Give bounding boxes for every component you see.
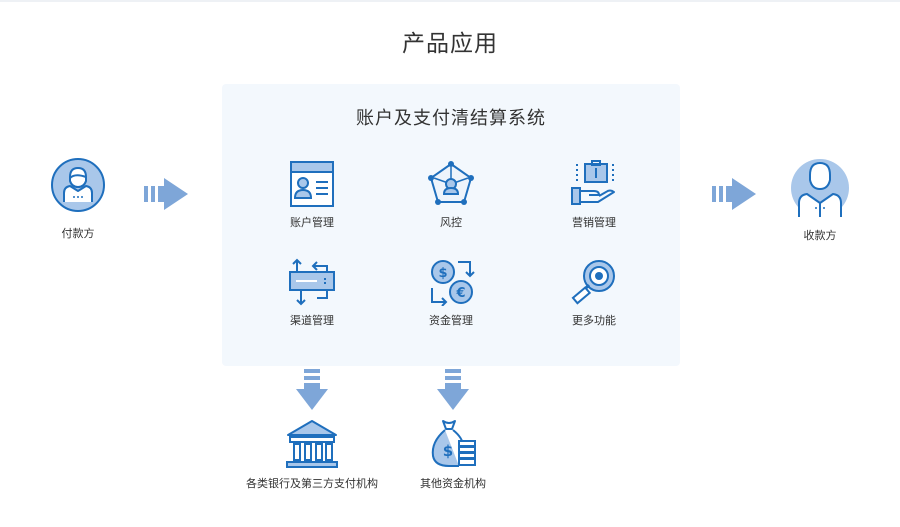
svg-text:$: $ bbox=[443, 442, 453, 460]
feature-funds[interactable]: $ € 资金管理 bbox=[396, 258, 506, 328]
risk-network-icon bbox=[428, 161, 474, 205]
payer-label: 付款方 bbox=[61, 227, 95, 240]
feature-label: 营销管理 bbox=[572, 216, 616, 229]
destination-funds-label: 其他资金机构 bbox=[420, 477, 486, 490]
system-panel: 账户及支付清结算系统 账户管理 风控 bbox=[222, 84, 680, 366]
channel-transfer-icon bbox=[289, 258, 335, 306]
feature-label: 资金管理 bbox=[429, 314, 473, 327]
payer: 付款方 bbox=[28, 157, 128, 241]
payee-label: 收款方 bbox=[803, 229, 837, 242]
currency-exchange-icon: $ € bbox=[431, 260, 475, 306]
svg-text:€: € bbox=[455, 286, 465, 301]
feature-label: 风控 bbox=[440, 216, 462, 229]
system-title: 账户及支付清结算系统 bbox=[356, 108, 546, 129]
page-title: 产品应用 bbox=[402, 31, 498, 57]
destination-bank-label: 各类银行及第三方支付机构 bbox=[246, 477, 378, 490]
svg-text:$: $ bbox=[438, 266, 447, 281]
feature-risk[interactable]: 风控 bbox=[396, 160, 506, 230]
flow-arrow-down-funds bbox=[437, 369, 469, 410]
magnifier-icon bbox=[571, 260, 615, 305]
feature-more[interactable]: 更多功能 bbox=[539, 258, 649, 328]
destination-funds: $ 其他资金机构 bbox=[368, 419, 538, 491]
destination-bank: 各类银行及第三方支付机构 bbox=[227, 419, 397, 491]
account-card-icon bbox=[290, 161, 334, 207]
feature-label: 渠道管理 bbox=[290, 314, 334, 327]
marketing-hand-icon bbox=[571, 160, 615, 205]
bank-building-icon bbox=[286, 420, 338, 468]
top-divider bbox=[0, 0, 900, 2]
feature-label: 账户管理 bbox=[290, 216, 334, 229]
money-bag-icon: $ bbox=[431, 420, 476, 467]
payer-avatar-icon bbox=[51, 158, 105, 212]
feature-channel[interactable]: 渠道管理 bbox=[257, 258, 367, 328]
feature-account[interactable]: 账户管理 bbox=[257, 160, 367, 230]
flow-arrow-down-bank bbox=[296, 369, 328, 410]
payee-avatar-icon bbox=[791, 159, 849, 217]
flow-arrow-right-right bbox=[712, 178, 756, 210]
feature-label: 更多功能 bbox=[572, 314, 616, 327]
feature-marketing[interactable]: 营销管理 bbox=[539, 160, 649, 230]
payee: 收款方 bbox=[770, 157, 870, 243]
flow-arrow-right-left bbox=[144, 178, 188, 210]
